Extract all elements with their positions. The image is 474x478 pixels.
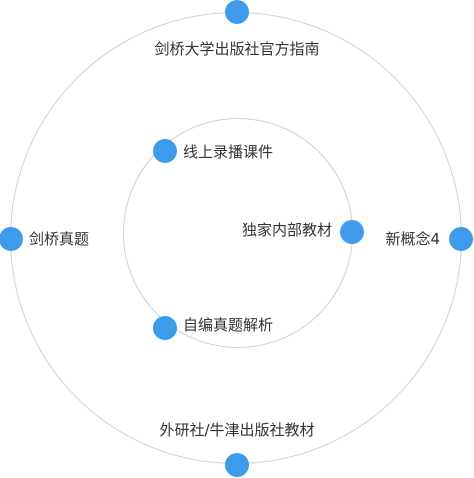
outer-node-left-dot	[0, 227, 23, 251]
outer-node-right-dot	[449, 227, 473, 251]
inner-node-top-dot	[153, 139, 177, 163]
outer-node-bottom-dot	[225, 453, 249, 477]
outer-node-top-label: 剑桥大学出版社官方指南	[154, 40, 320, 58]
outer-node-left-label: 剑桥真题	[29, 230, 90, 248]
outer-node-right-label: 新概念4	[385, 230, 440, 248]
inner-node-bottom-dot	[153, 316, 177, 340]
inner-node-top-label: 线上录播课件	[183, 143, 274, 161]
inner-node-right-label: 独家内部教材	[241, 221, 332, 239]
outer-node-top-dot	[225, 0, 249, 24]
outer-node-bottom-label: 外研社/牛津出版社教材	[159, 421, 315, 439]
inner-node-bottom-label: 自编真题解析	[183, 316, 274, 334]
inner-node-right-dot	[340, 220, 364, 244]
